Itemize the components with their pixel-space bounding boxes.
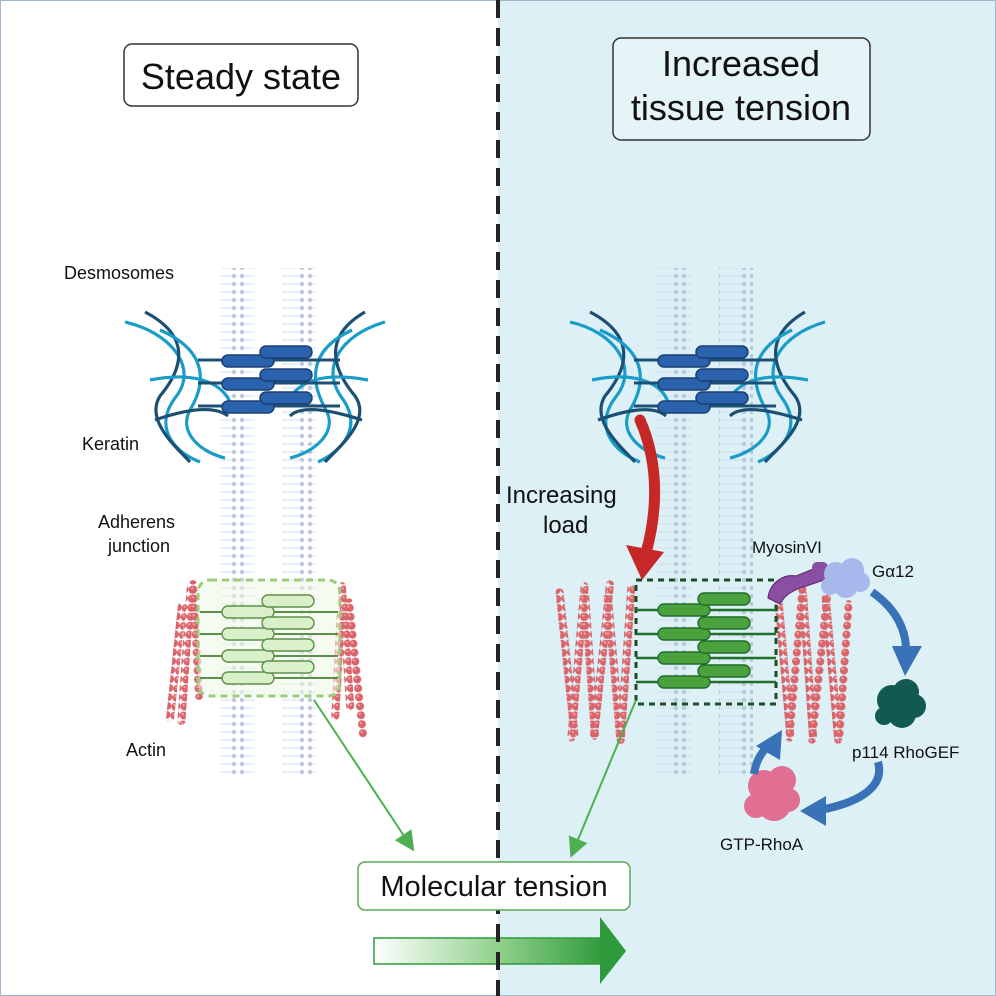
- myosin-vi-label: MyosinVI: [752, 538, 822, 557]
- adherens-label-line2: junction: [107, 536, 170, 556]
- adherens-junction-left: [196, 578, 342, 698]
- molecular-tension-big-arrow: [373, 917, 626, 984]
- adherens-label-line1: Adherens: [98, 512, 175, 532]
- molecular-tension-label: Molecular tension: [380, 871, 607, 903]
- gtp-rhoa-protein: [744, 766, 800, 821]
- molecular-tension-box: [357, 861, 631, 911]
- gtp-rhoa-label: GTP-RhoA: [720, 835, 804, 854]
- actin-filaments-right: [555, 580, 853, 744]
- right-panel-title-line1: Increased: [662, 43, 820, 84]
- increasing-load-label-line1: Increasing: [506, 482, 617, 509]
- membranes-left: [221, 268, 316, 776]
- keratin-label: Keratin: [82, 434, 139, 454]
- adherens-junction-right: [634, 578, 778, 706]
- signaling-arrows: [750, 588, 922, 826]
- desmosomes-label: Desmosomes: [64, 263, 174, 283]
- increasing-load-label-line2: load: [543, 512, 588, 539]
- desmosome-right: [569, 310, 826, 464]
- tension-arrow-right: [568, 699, 637, 858]
- p114-rhogef-label: p114 RhoGEF: [852, 743, 959, 762]
- desmosome-left: [124, 310, 386, 464]
- left-panel-title: Steady state: [141, 56, 341, 97]
- right-title-box: [612, 37, 871, 141]
- galpha12-protein: [821, 558, 870, 598]
- increasing-load-arrow: [626, 414, 664, 580]
- galpha12-label: Gα12: [872, 562, 914, 581]
- left-title-box: [123, 43, 359, 107]
- tension-arrow-left: [313, 699, 415, 852]
- right-panel-title-line2: tissue tension: [631, 87, 851, 128]
- actin-label: Actin: [126, 740, 166, 760]
- p114-rhogef-protein: [875, 679, 926, 728]
